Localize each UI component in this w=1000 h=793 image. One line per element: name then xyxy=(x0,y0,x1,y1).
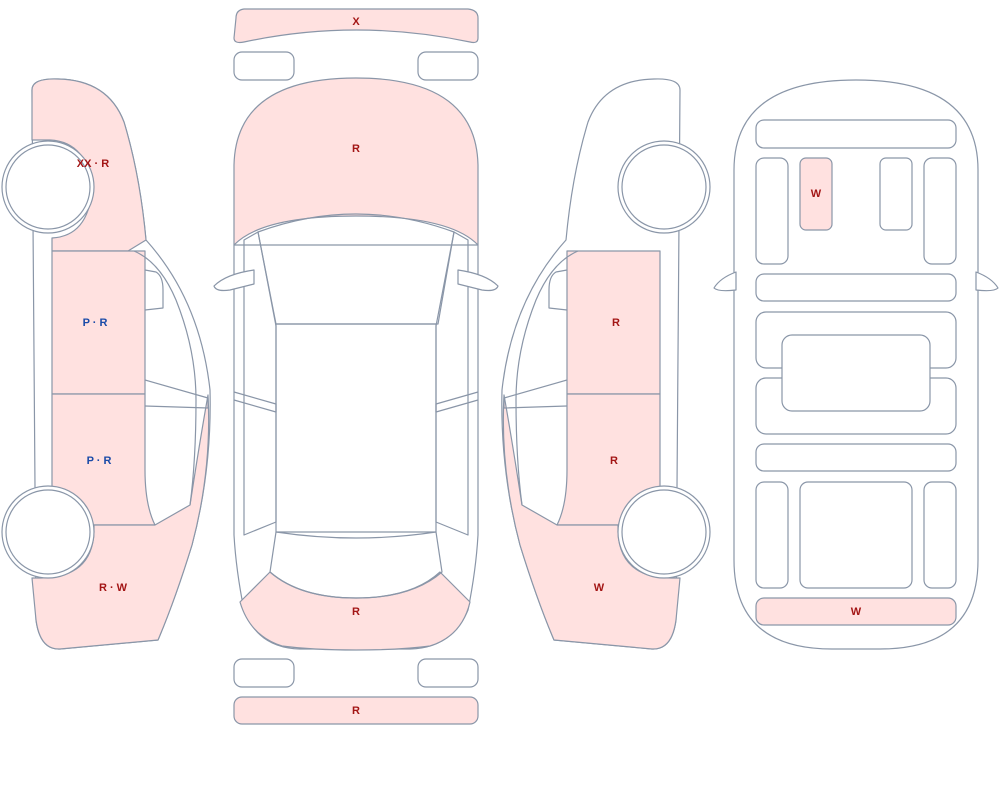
top-front-bumper[interactable] xyxy=(233,8,479,44)
right-side-view: R R W xyxy=(501,78,711,650)
under-rear-panel[interactable] xyxy=(755,597,957,626)
right-front-hubcap xyxy=(621,144,707,230)
right-front-door-label: R xyxy=(612,317,620,329)
under-front-right-member xyxy=(879,157,913,231)
top-left-taillight xyxy=(233,658,295,688)
right-rear-quarter-label: W xyxy=(594,582,605,594)
left-rear-quarter-label: R · W xyxy=(99,582,128,594)
top-left-mirror xyxy=(213,269,255,292)
top-front-bumper-label: X xyxy=(352,16,360,28)
left-mirror xyxy=(144,269,164,311)
under-rear-crossmember xyxy=(755,443,957,472)
under-front-member[interactable] xyxy=(799,157,833,231)
left-front-fender-label: XX · R xyxy=(77,158,109,170)
under-left-mirror xyxy=(713,271,737,292)
top-hood-label: R xyxy=(352,143,360,155)
under-center-tunnel xyxy=(781,334,931,412)
top-rear-bumper-label: R xyxy=(352,705,360,717)
top-trunk-label: R xyxy=(352,606,360,618)
top-view: X R R R xyxy=(213,8,499,725)
underside-view: W W xyxy=(713,79,999,650)
left-front-door-label: P · R xyxy=(83,317,108,329)
top-left-side-glass xyxy=(243,231,277,536)
top-right-side-glass xyxy=(435,231,469,536)
left-front-hubcap xyxy=(5,144,91,230)
under-dash-crossmember xyxy=(755,273,957,302)
top-left-headlight xyxy=(233,51,295,81)
under-rear-left-rail xyxy=(755,481,789,589)
top-left-pillar xyxy=(233,391,277,413)
top-rear-window xyxy=(269,531,443,599)
under-rear-right-rail xyxy=(923,481,957,589)
right-pillar-line xyxy=(503,379,568,409)
top-hood[interactable] xyxy=(233,77,479,246)
under-front-left-rail xyxy=(755,157,789,265)
under-front-right-rail xyxy=(923,157,957,265)
under-front-crossmember xyxy=(755,119,957,149)
top-right-mirror xyxy=(457,269,499,292)
top-right-taillight xyxy=(417,658,479,688)
top-right-headlight xyxy=(417,51,479,81)
top-rear-bumper[interactable] xyxy=(233,696,479,725)
top-body-outline xyxy=(233,244,479,650)
left-pillar-line xyxy=(144,379,209,409)
left-side-view: XX · R P · R P · R R · W xyxy=(1,78,211,650)
left-front-door[interactable] xyxy=(51,250,146,395)
right-mirror xyxy=(548,269,568,311)
left-window-line xyxy=(133,250,197,506)
right-rear-door-label: R xyxy=(610,455,618,467)
left-rear-hubcap xyxy=(5,489,91,575)
top-right-pillar xyxy=(435,391,479,413)
right-window-line xyxy=(515,250,579,506)
right-rear-hubcap xyxy=(621,489,707,575)
right-front-door[interactable] xyxy=(566,250,661,395)
under-spare-tire-well xyxy=(799,481,913,589)
under-front-member-label: W xyxy=(811,188,822,200)
left-rear-door-label: P · R xyxy=(87,455,112,467)
under-right-mirror xyxy=(975,271,999,292)
under-rear-panel-label: W xyxy=(851,606,862,618)
